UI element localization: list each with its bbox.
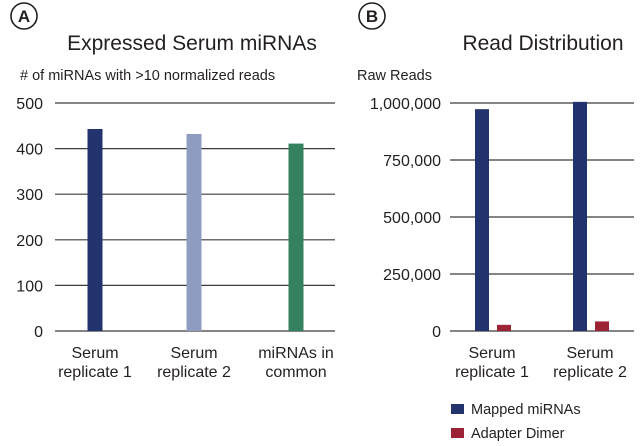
panel-a-title: Expressed Serum miRNAs xyxy=(67,32,317,55)
panel-b-badge xyxy=(358,2,386,30)
panel-a-y-axis-label: # of miRNAs with >10 normalized reads xyxy=(20,68,275,84)
panel-a-bar xyxy=(87,128,103,331)
panel-b-title: Read Distribution xyxy=(462,32,623,55)
panel-a-badge xyxy=(10,2,38,30)
legend-swatch-mapped-mirnas xyxy=(451,404,464,414)
legend-label-adapter-dimer: Adapter Dimer xyxy=(471,426,565,442)
panel-a-y-tick-label: 400 xyxy=(16,142,43,159)
panel-b-y-tick-label: 500,000 xyxy=(383,210,441,227)
panel-a-y-tick-label: 200 xyxy=(16,233,43,250)
panel-b-y-tick-label: 750,000 xyxy=(383,153,441,170)
panel-b-category-label: replicate 2 xyxy=(553,364,627,381)
legend-swatch-adapter-dimer xyxy=(451,428,464,438)
panel-a-y-tick-label: 100 xyxy=(16,278,43,295)
panel-a-y-tick-label: 0 xyxy=(34,324,43,341)
panel-a-bar xyxy=(288,143,304,331)
panel-b-y-tick-label: 1,000,000 xyxy=(370,96,441,113)
panel-a-y-tick-label: 300 xyxy=(16,187,43,204)
panel-a-category-labels: Serum replicate 1 Serum replicate 2 miRNAs i… xyxy=(58,345,334,381)
panel-a-category-label: common xyxy=(265,364,326,381)
panel-a-bars xyxy=(87,128,304,331)
panel-a-category-label: miRNAs in xyxy=(258,345,334,362)
legend: Mapped miRNAs Adapter Dimer xyxy=(451,402,581,442)
panel-b-y-tick-label: 0 xyxy=(432,324,441,341)
panel-b-category-label: Serum xyxy=(468,345,515,362)
panel-a-category-label: Serum xyxy=(71,345,118,362)
panel-b: B Read Distribution Raw Reads 0 250,000 50… xyxy=(357,2,634,381)
panel-b-y-axis-label: Raw Reads xyxy=(357,68,432,84)
panel-a-y-ticks: 0 100 200 300 400 500 xyxy=(16,96,43,341)
panel-b-category-label: Serum xyxy=(566,345,613,362)
legend-label-mapped-mirnas: Mapped miRNAs xyxy=(471,402,581,418)
panel-a-y-tick-label: 500 xyxy=(16,96,43,113)
panel-b-bar xyxy=(573,101,587,331)
panel-b-y-tick-label: 250,000 xyxy=(383,267,441,284)
panel-b-bar xyxy=(497,324,511,331)
panel-b-bars xyxy=(475,101,609,331)
panel-a-category-label: replicate 2 xyxy=(157,364,231,381)
panel-a-category-label: Serum xyxy=(170,345,217,362)
panel-b-bar xyxy=(475,109,489,331)
panel-a: A Expressed Serum miRNAs # of miRNAs wit… xyxy=(10,2,335,381)
panel-b-letter: B xyxy=(366,7,378,26)
panel-a-letter: A xyxy=(18,7,30,26)
panel-a-category-label: replicate 1 xyxy=(58,364,132,381)
panel-b-category-label: replicate 1 xyxy=(455,364,529,381)
panel-b-y-ticks: 0 250,000 500,000 750,000 1,000,000 xyxy=(370,96,441,341)
panel-b-bar xyxy=(595,321,609,331)
panel-b-category-labels: Serum replicate 1 Serum replicate 2 xyxy=(455,345,627,381)
panel-a-bar xyxy=(186,134,202,331)
